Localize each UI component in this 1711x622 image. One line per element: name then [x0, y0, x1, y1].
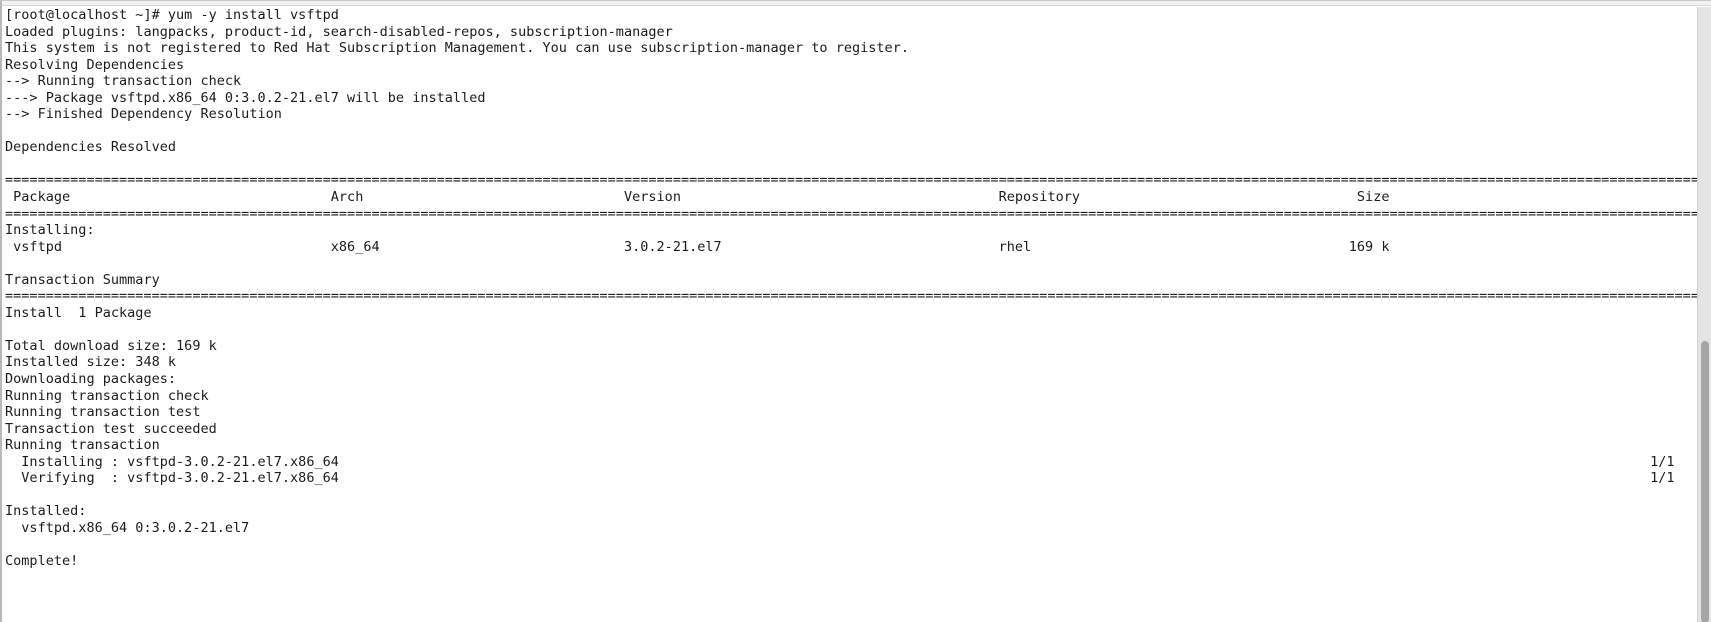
terminal-line: This system is not registered to Red Hat… — [5, 40, 909, 57]
terminal-line: Installed size: 348 k — [5, 354, 177, 371]
vertical-scrollbar[interactable] — [1697, 7, 1711, 622]
terminal-line: Resolving Dependencies — [5, 56, 185, 73]
terminal-line: Installed: — [5, 503, 87, 520]
terminal-line: ========================================… — [5, 172, 1699, 189]
terminal-line: Install 1 Package — [5, 304, 152, 321]
terminal-line: Verifying : vsftpd-3.0.2-21.el7.x86_64 — [5, 470, 1675, 487]
terminal-line: vsftpd x86_64 3.0.2-21.el7 rhel 169 k — [5, 238, 1390, 255]
terminal-line: --> Finished Dependency Resolution — [5, 106, 282, 123]
terminal-line: Loaded plugins: langpacks, product-id, s… — [5, 23, 673, 40]
terminal-output-text[interactable]: [root@localhost ~]# yum -y install vsftp… — [2, 7, 1699, 586]
terminal-line: [root@localhost ~]# yum -y install vsftp… — [5, 7, 339, 23]
terminal-line: Transaction test succeeded — [5, 420, 217, 437]
terminal-line: Running transaction — [5, 437, 160, 454]
terminal-line: Complete! — [5, 553, 79, 570]
terminal-line: ========================================… — [5, 288, 1699, 305]
terminal-line: Installing : vsftpd-3.0.2-21.el7.x86_64 — [5, 453, 1675, 470]
terminal-blank-line — [5, 255, 1699, 272]
terminal-line: Downloading packages: — [5, 371, 177, 388]
terminal-line: Total download size: 169 k — [5, 337, 217, 354]
terminal-line: Package Arch Version Repository Size — [5, 189, 1390, 206]
terminal-blank-line — [5, 537, 1699, 554]
window-top-chrome — [2, 1, 1711, 6]
vertical-scrollbar-thumb[interactable] — [1701, 341, 1709, 622]
terminal-line: ---> Package vsftpd.x86_64 0:3.0.2-21.el… — [5, 89, 486, 106]
terminal-line: Dependencies Resolved — [5, 139, 177, 156]
terminal-line: Transaction Summary — [5, 271, 160, 288]
terminal-line: Running transaction test — [5, 404, 201, 421]
terminal-blank-line — [5, 123, 1699, 140]
terminal-line: vsftpd.x86_64 0:3.0.2-21.el7 — [5, 519, 250, 536]
terminal-line: ========================================… — [5, 205, 1699, 222]
terminal-blank-line — [5, 487, 1699, 504]
terminal-line: Running transaction check — [5, 387, 209, 404]
terminal-blank-line — [5, 321, 1699, 338]
terminal-line: Installing: — [5, 222, 95, 239]
terminal-blank-line — [5, 156, 1699, 173]
terminal-line: --> Running transaction check — [5, 73, 242, 90]
terminal-blank-line — [5, 570, 1699, 587]
